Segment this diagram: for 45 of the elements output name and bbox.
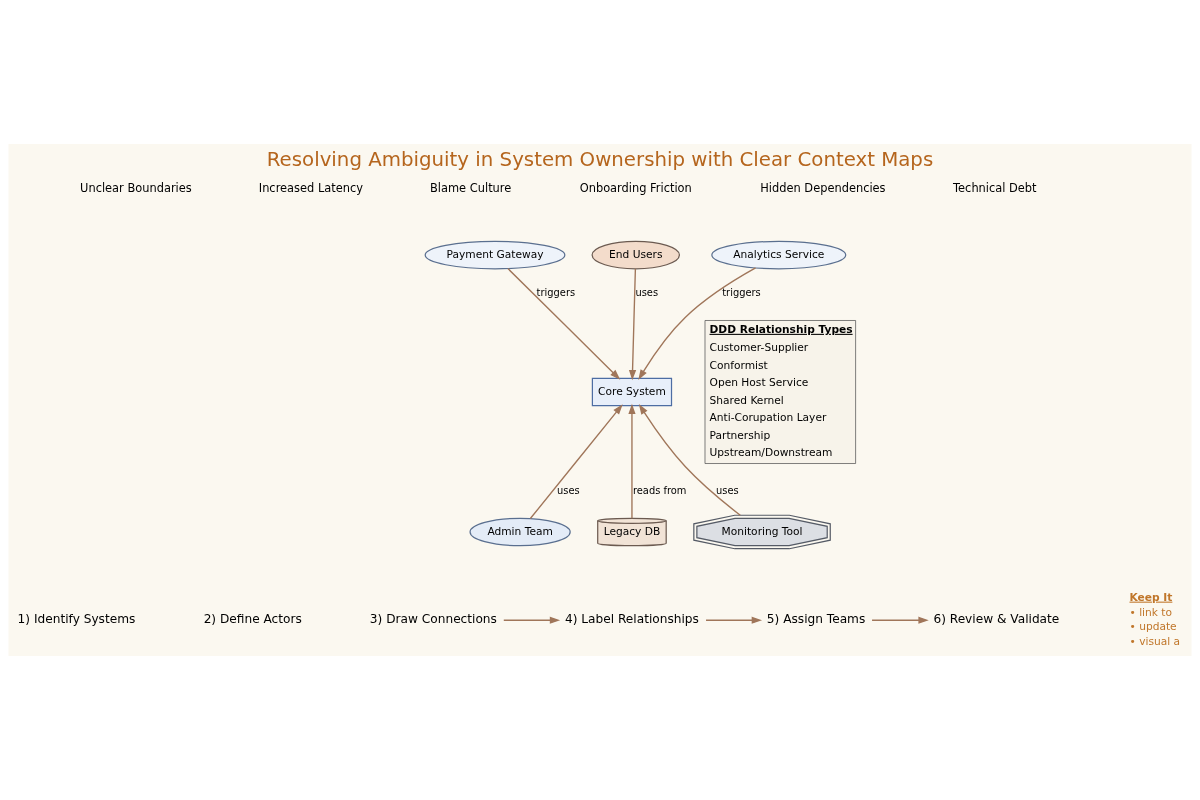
edge-label: uses	[635, 286, 659, 298]
label: 2) Define Actors	[203, 612, 302, 627]
node-ellipse: Analytics Service	[711, 240, 847, 270]
node-text: 4) Label Relationships	[564, 612, 699, 627]
node-text: 3) Draw Connections	[369, 612, 497, 627]
edge-label: reads from	[632, 484, 687, 496]
legend-label: Partnership	[709, 428, 771, 442]
arrow	[871, 616, 929, 624]
arrow	[638, 404, 741, 516]
arrow	[628, 403, 636, 519]
arrow	[705, 616, 763, 624]
legend-label: Anti-Corupation Layer	[709, 411, 827, 425]
node-text: 6) Review & Validate	[933, 612, 1060, 627]
legend-label: Open Host Service	[709, 376, 809, 390]
label: Onboarding Friction	[579, 180, 692, 195]
node-ellipse: End Users	[591, 240, 681, 270]
arrow	[529, 404, 623, 520]
arrow	[638, 267, 757, 380]
label: Blame Culture	[430, 180, 512, 195]
label: • link to	[1129, 605, 1173, 619]
edge-label: triggers	[722, 286, 761, 298]
node-ellipse: Admin Team	[469, 517, 571, 547]
arrow	[503, 616, 561, 624]
label: Hidden Dependencies	[760, 180, 886, 195]
legend-label: Conformist	[709, 358, 768, 372]
legend-label: Upstream/Downstream	[709, 446, 833, 460]
arrow	[507, 267, 621, 380]
node-ellipse: Payment Gateway	[424, 240, 566, 270]
edge-label: uses	[716, 484, 739, 496]
label: DDD Relationship Types	[709, 322, 853, 336]
label: Unclear Boundaries	[80, 180, 192, 195]
arrow	[628, 268, 637, 381]
legend-label: Shared Kernel	[709, 393, 784, 407]
node-box: Core System	[591, 377, 673, 407]
diagram-title: Resolving Ambiguity in System Ownership with Clear Context Maps	[266, 147, 934, 171]
legend-label: Customer-Supplier	[709, 341, 809, 355]
label: Increased Latency	[258, 180, 364, 195]
edge-label: uses	[557, 484, 580, 496]
label: • visual a	[1129, 634, 1181, 648]
label: Technical Debt	[953, 180, 1037, 195]
label: Keep It	[1129, 590, 1173, 604]
label: • update	[1129, 620, 1177, 634]
label: 1) Identify Systems	[17, 612, 136, 627]
edge-label: triggers	[536, 286, 576, 298]
node-text: 5) Assign Teams	[766, 612, 866, 627]
